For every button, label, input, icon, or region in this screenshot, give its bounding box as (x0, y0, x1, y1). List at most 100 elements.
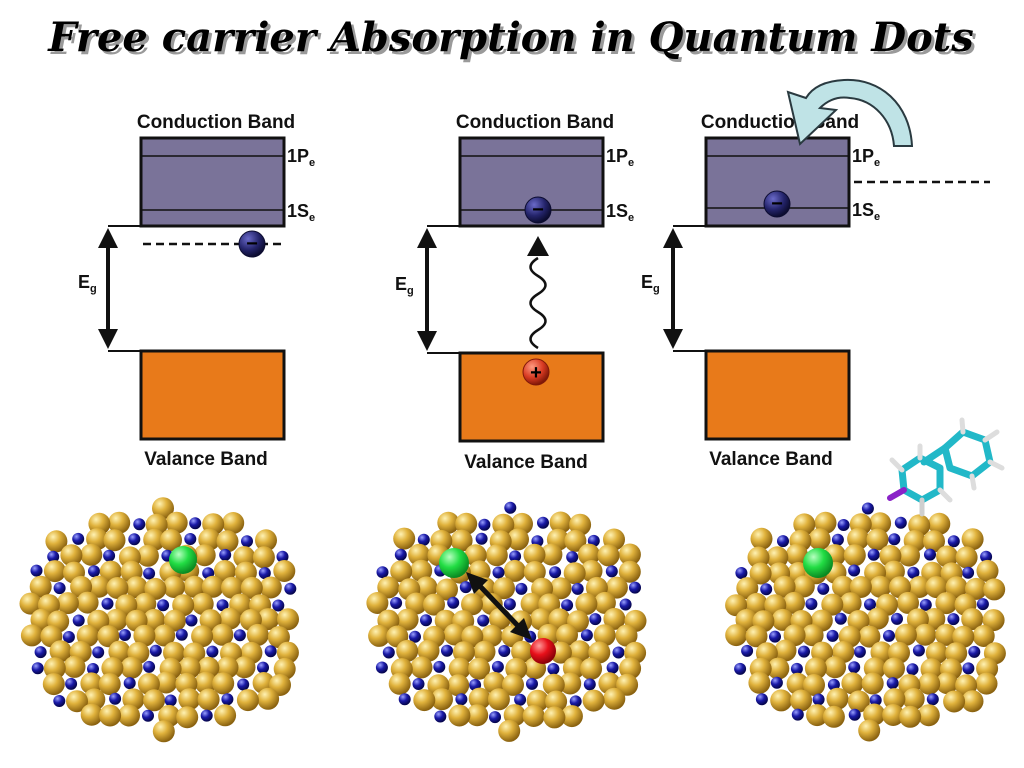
gold-atom (883, 657, 905, 680)
blue-atom (103, 549, 116, 562)
blue-atom (755, 693, 768, 706)
gold-atom (143, 608, 166, 631)
gold-atom (745, 592, 768, 615)
gold-atom (955, 546, 978, 569)
gold-atom (801, 624, 824, 647)
gold-atom (793, 513, 816, 536)
dot-left-markers (169, 546, 197, 574)
blue-atom (837, 519, 850, 531)
gold-atom (767, 657, 790, 680)
gold-atom (972, 625, 995, 647)
gold-atom (822, 705, 845, 728)
gold-atom (194, 671, 217, 694)
blue-atom (498, 645, 511, 657)
level-1s-label: 1Se (287, 201, 315, 224)
gold-atom (976, 559, 999, 582)
blue-atom (805, 598, 818, 610)
blue-atom (382, 646, 395, 659)
gold-atom (559, 672, 582, 695)
level-1p-label: 1Pe (606, 146, 634, 169)
gold-atom (786, 672, 809, 695)
blue-atom (412, 678, 425, 690)
gold-atom (498, 719, 521, 742)
gold-atom (961, 608, 984, 631)
panel-left: Conduction Band 1Pe 1Se Eg − Valance Ban… (78, 112, 315, 470)
gold-atom (935, 592, 958, 615)
gold-atom (212, 672, 235, 695)
blue-atom (149, 644, 162, 657)
gold-atom (461, 593, 483, 616)
gold-atom (450, 529, 473, 552)
gold-atom (603, 687, 626, 710)
blue-atom (118, 629, 131, 641)
blue-atom (272, 599, 285, 612)
gold-atom (540, 543, 563, 566)
gold-atom (277, 608, 299, 631)
gold-atom (43, 657, 66, 680)
gold-atom (443, 623, 466, 646)
double-arrow-head-start (466, 572, 488, 594)
gold-atom (98, 673, 121, 696)
gold-atom (841, 672, 864, 695)
gold-atom (143, 689, 166, 712)
gold-atom (792, 575, 815, 598)
blue-atom (143, 567, 156, 580)
hole (522, 358, 550, 386)
gold-atom (437, 511, 460, 534)
eg-arrow-up-head (417, 228, 437, 248)
gold-atom (899, 705, 922, 728)
gold-atom (545, 690, 568, 713)
blue-atom (962, 662, 975, 675)
blue-atom (394, 548, 407, 561)
blue-atom (735, 567, 748, 579)
blue-atom (760, 583, 773, 596)
blue-atom (142, 709, 154, 722)
blue-atom (72, 614, 85, 627)
blue-atom (947, 613, 960, 626)
gold-atom (821, 593, 844, 616)
blue-atom (492, 566, 505, 579)
gold-atom (770, 689, 793, 712)
blue-atom (398, 693, 411, 706)
blue-atom (237, 678, 250, 691)
gold-atom (936, 545, 959, 568)
gold-atom (593, 591, 616, 614)
level-1p-label: 1Pe (287, 146, 315, 169)
gold-atom (869, 575, 892, 598)
electron-trapped (238, 230, 266, 258)
gold-atom (503, 559, 526, 582)
gold-atom (858, 625, 881, 648)
conduction-band-label: Conduction Band (456, 112, 614, 133)
gold-atom (542, 673, 565, 696)
blue-atom (848, 661, 861, 674)
hole-sign: + (530, 362, 542, 384)
gold-atom (105, 608, 128, 631)
blue-atom (848, 708, 861, 721)
gold-atom (952, 625, 975, 648)
gold-atom (45, 530, 68, 553)
blue-atom (258, 567, 271, 580)
valence-band-label: Valance Band (144, 449, 268, 470)
blue-atom (420, 614, 432, 627)
ligand-molecule (887, 417, 1005, 517)
gold-atom (826, 687, 849, 710)
blue-atom (509, 550, 522, 563)
gold-atom (923, 530, 945, 553)
gold-atom (487, 688, 510, 711)
gold-atom (49, 640, 72, 663)
gold-atom (410, 656, 433, 679)
blue-atom (549, 566, 562, 579)
gold-atom (118, 704, 140, 727)
blue-atom (770, 676, 783, 689)
gold-atom (961, 528, 984, 551)
gold-atom (745, 625, 768, 648)
gold-atom (236, 689, 259, 712)
gold-atom (522, 705, 545, 727)
blue-atom (441, 644, 453, 657)
blue-atom (477, 614, 490, 627)
eg-arrow-down-head (417, 331, 437, 351)
blue-atom (375, 661, 388, 674)
panel-right: Conduction Band 1Pe 1Se − Eg Valance Ban… (641, 78, 990, 470)
